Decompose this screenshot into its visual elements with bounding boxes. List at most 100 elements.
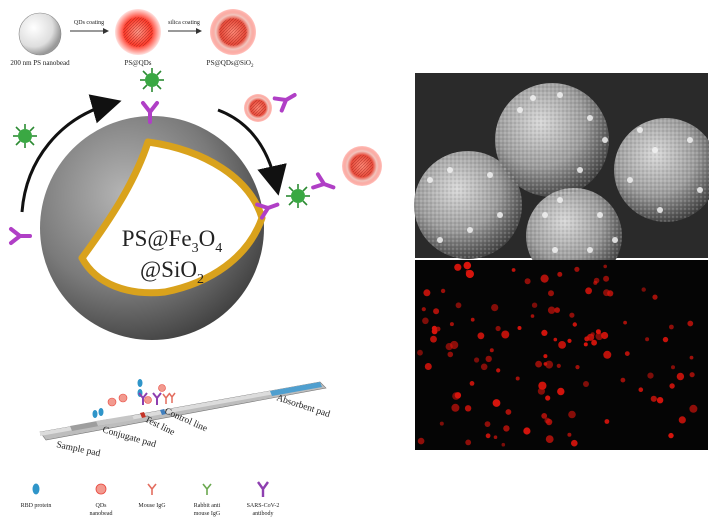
ps-nanobead: [18, 12, 62, 56]
fluorescent-spot: [417, 349, 423, 356]
fluorescent-spot: [440, 288, 446, 294]
fluorescent-spot: [545, 435, 554, 443]
fluorescent-spot: [678, 416, 686, 424]
fluorescent-spot: [572, 322, 577, 327]
fluorescent-spot: [447, 351, 454, 358]
fluorescent-spot: [445, 343, 453, 351]
fluorescent-spot: [604, 419, 610, 424]
sars-antibody-icon: [311, 172, 338, 196]
fluorescent-spot: [603, 350, 612, 359]
svg-text:Mouse IgG: Mouse IgG: [138, 503, 166, 509]
fluorescent-spot: [431, 325, 437, 331]
fluorescent-spot: [541, 329, 548, 336]
fluorescent-spot: [489, 348, 494, 353]
fluorescent-spot: [689, 355, 694, 360]
fluorescent-spot: [575, 365, 580, 370]
fluorescent-spot: [571, 439, 578, 447]
fluorescent-spot: [491, 304, 499, 312]
fluorescent-spot: [421, 307, 426, 312]
svg-text:RBD protein: RBD protein: [21, 503, 52, 509]
fluorescent-spot: [603, 264, 607, 269]
fluorescent-spot: [548, 290, 554, 297]
legend-item-rbd: RBD protein: [21, 483, 52, 509]
fluorescent-spot: [556, 363, 561, 368]
fluorescent-spot: [583, 342, 588, 347]
svg-text:SARS-CoV-2: SARS-CoV-2: [247, 503, 280, 509]
test-line: [140, 412, 146, 418]
core-particle-scheme: PS@Fe3O4 @SiO2: [9, 67, 382, 340]
arrow-capture-antigen: [217, 108, 287, 196]
fluorescent-spot: [557, 387, 565, 396]
fluorescent-spot: [439, 421, 444, 426]
legend-item-sars-antibody: SARS-CoV-2 antibody: [247, 481, 280, 517]
fluorescent-spot: [547, 306, 556, 314]
sars-antibody-icon: [272, 86, 301, 113]
fluorescent-spot: [538, 381, 547, 390]
fluorescent-spot: [537, 387, 546, 395]
fluorescent-spot: [554, 307, 560, 313]
fluorescent-spot: [485, 433, 491, 439]
lateral-flow-strip: Sample pad Conjugate pad Test line Contr…: [39, 379, 331, 459]
fluorescent-spot: [465, 269, 470, 274]
label-conjugate-pad: Conjugate pad: [101, 425, 157, 450]
label-absorbent-pad: Absorbent pad: [275, 393, 331, 420]
fluorescent-spot: [567, 338, 572, 343]
fluorescent-spot: [671, 365, 675, 370]
svg-text:QDs: QDs: [95, 503, 107, 509]
mouse-igg-icon: [147, 483, 157, 495]
fluorescent-spot: [641, 287, 646, 292]
fluorescent-spot: [543, 362, 548, 366]
fluorescent-spot: [574, 266, 580, 272]
core-label-line2: @SiO2: [140, 257, 204, 287]
fluorescent-spot: [544, 417, 551, 424]
fluorescent-spot: [515, 376, 520, 381]
fluorescent-spot: [463, 261, 472, 270]
sars-antibody-icon: [9, 227, 32, 245]
fluorescent-spot: [480, 363, 488, 371]
fluorescent-spot: [652, 294, 658, 300]
label-ps-qds-sio2: PS@QDs@SiO2: [207, 59, 254, 69]
fluorescent-spot: [511, 268, 516, 272]
label-sample-pad: Sample pad: [55, 440, 101, 459]
fluorescent-spot: [469, 381, 475, 386]
legend: RBD protein QDs nanobead Mouse IgG Rabbi…: [21, 481, 280, 517]
fluorescent-spot: [595, 332, 604, 341]
fluorescent-spot: [422, 317, 429, 325]
fluorescent-spot: [647, 372, 654, 379]
rbd-protein-icon: [32, 483, 40, 495]
fluorescent-spot: [557, 271, 563, 277]
fluorescent-spot: [535, 360, 542, 368]
conjugate-pad: [96, 415, 134, 426]
fluorescent-spot: [668, 432, 674, 439]
fluorescent-spot: [492, 399, 501, 407]
svg-text:Rabbit anti: Rabbit anti: [194, 503, 221, 509]
fluorescent-spot: [417, 437, 425, 445]
fluorescent-spot: [669, 383, 675, 389]
arrow-bind-antibody: [20, 94, 122, 213]
fluorescent-spot: [623, 320, 627, 325]
fluorescent-spot: [493, 435, 498, 440]
sars-antibody-icon: [257, 481, 269, 497]
fluorescent-spot: [495, 325, 501, 332]
fluorescent-spot: [669, 324, 674, 330]
fluorescent-spot: [568, 410, 576, 419]
fluorescent-spot: [485, 355, 492, 363]
fluorescent-spot: [689, 372, 695, 378]
rbd-protein-icon: [285, 183, 311, 209]
synthesis-scheme: QDs coating silica coating 200 nm PS nan…: [10, 9, 256, 69]
fluorescent-spot: [530, 314, 535, 318]
legend-item-qds: QDs nanobead: [90, 483, 113, 517]
fluorescent-spot: [645, 337, 650, 342]
fluorescent-spot: [470, 317, 475, 322]
fluorescent-spot: [523, 427, 531, 435]
fluorescent-spot: [545, 395, 551, 401]
fluorescent-spot: [423, 289, 431, 297]
fluorescent-spot: [454, 263, 462, 271]
svg-text:antibody: antibody: [253, 511, 274, 517]
fluorescent-spot: [656, 397, 664, 404]
fluorescent-spot: [465, 439, 472, 446]
legend-item-rabbit-igg: Rabbit anti mouse IgG: [194, 483, 221, 517]
fluorescent-spot: [569, 312, 575, 318]
label-ps-qds: PS@QDs: [124, 59, 151, 67]
